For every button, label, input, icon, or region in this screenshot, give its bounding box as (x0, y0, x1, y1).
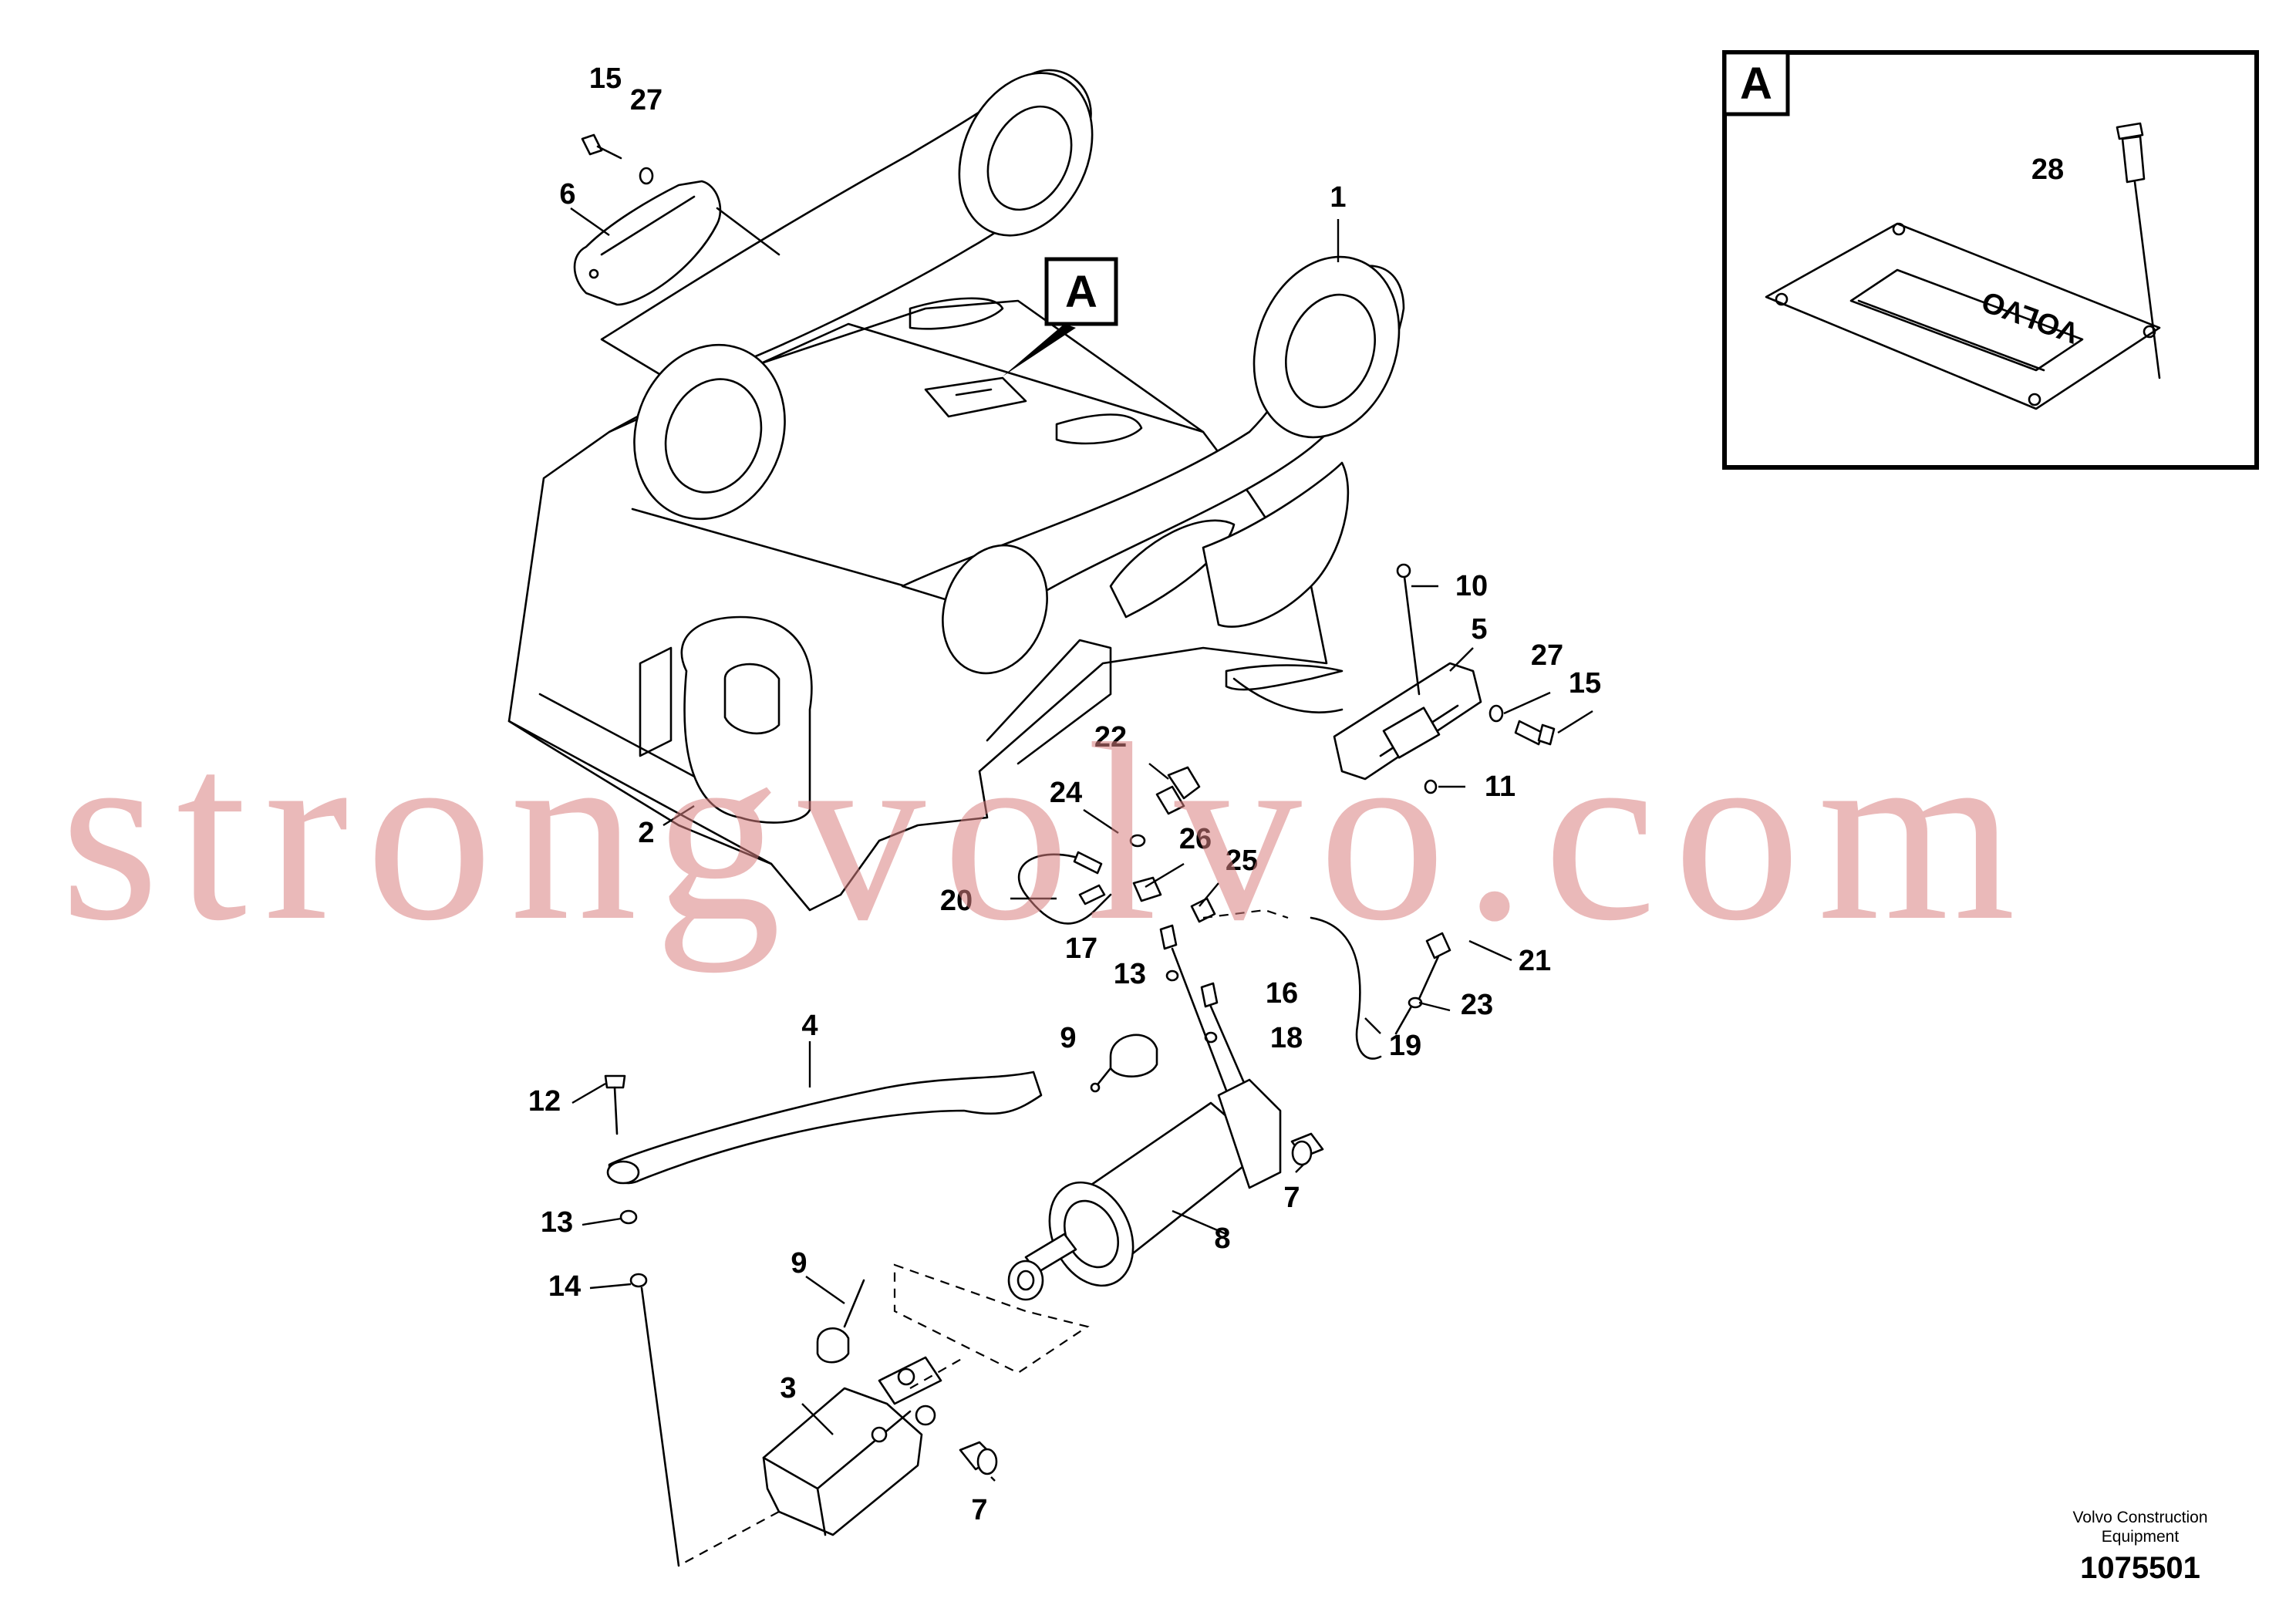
callout-14: 14 (548, 1270, 581, 1303)
callout-21: 21 (1519, 945, 1551, 977)
callout-28: 28 (2031, 153, 2064, 186)
watermark-text: strongvolvo.com (60, 692, 2032, 973)
callout-19: 19 (1389, 1030, 1421, 1062)
callout-12: 12 (528, 1085, 561, 1118)
callout-4: 4 (801, 1010, 818, 1042)
callout-16: 16 (1266, 977, 1298, 1010)
callout-20: 20 (940, 885, 973, 917)
callout-27-right: 27 (1531, 639, 1563, 672)
credit-block: Volvo Construction Equipment 1075501 (2072, 1509, 2207, 1585)
detail-box-a: A VOLVO (1722, 50, 2259, 470)
detail-box-label: A (1740, 59, 1772, 109)
part-8-cylinder (1007, 1034, 1324, 1301)
callout-27-left: 27 (630, 84, 663, 116)
part-4-link (606, 1071, 1043, 1185)
detail-marker-label: A (1065, 267, 1097, 317)
callout-22: 22 (1094, 721, 1127, 754)
callout-18: 18 (1270, 1022, 1303, 1054)
credit-line-2: Equipment (2102, 1528, 2180, 1546)
callout-13-lower: 13 (541, 1206, 573, 1239)
callout-15-right: 15 (1569, 667, 1601, 700)
callout-7-upper: 7 (1283, 1182, 1300, 1214)
callout-17: 17 (1065, 932, 1097, 965)
callout-11: 11 (1485, 771, 1515, 803)
bolt-stack-12 (604, 1074, 680, 1567)
callout-9-upper: 9 (1060, 1022, 1076, 1054)
part-6-pad (573, 133, 781, 306)
callout-13-upper: 13 (1114, 958, 1146, 990)
callout-labels: 1 2 3 4 5 6 7 7 8 9 9 10 11 12 13 18 13 … (528, 62, 2064, 1526)
callout-23: 23 (1461, 989, 1493, 1021)
callout-26: 26 (1179, 823, 1212, 855)
callout-6: 6 (559, 178, 575, 211)
hydraulic-hoses (1017, 766, 1451, 1112)
callout-9-lower: 9 (791, 1247, 807, 1280)
leader-lines (570, 170, 2106, 1482)
credit-line-1: Volvo Construction (2072, 1509, 2207, 1526)
callout-10: 10 (1455, 570, 1488, 602)
part-3-wedge (678, 1263, 1090, 1566)
callout-25: 25 (1226, 845, 1258, 877)
callout-1: 1 (1330, 181, 1346, 214)
callout-2: 2 (638, 817, 654, 849)
quick-coupler-frame (507, 69, 1405, 912)
part-5-pad (1225, 563, 1556, 794)
callout-8: 8 (1214, 1222, 1230, 1255)
detail-marker-a: A (1003, 257, 1118, 376)
callout-24: 24 (1050, 777, 1082, 809)
callout-3: 3 (780, 1372, 796, 1404)
callout-5: 5 (1471, 613, 1487, 646)
callout-7-lower: 7 (971, 1494, 987, 1526)
document-number: 1075501 (2080, 1551, 2200, 1585)
callout-15-left: 15 (589, 62, 622, 95)
